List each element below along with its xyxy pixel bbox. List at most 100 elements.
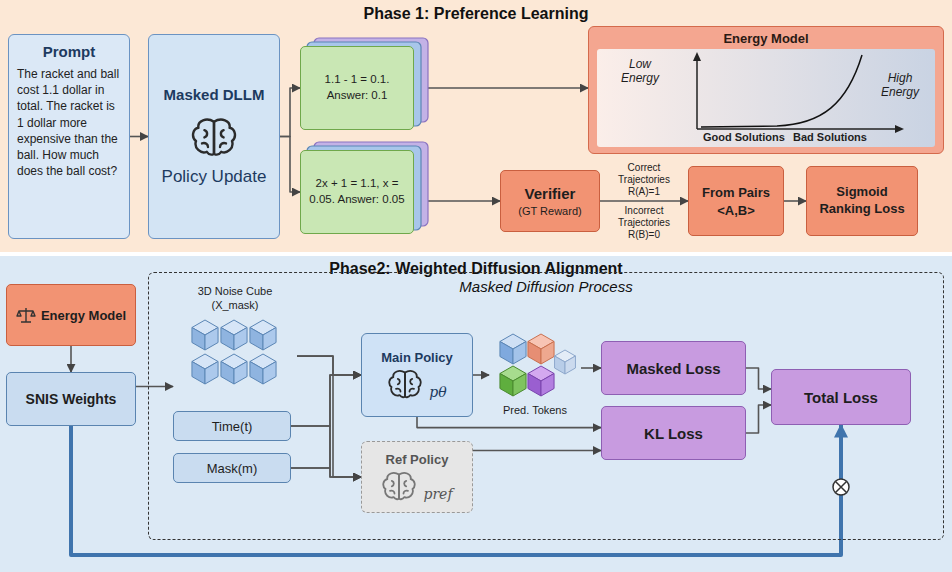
input-box: Mask(m) — [173, 453, 291, 483]
cube-face — [263, 327, 276, 350]
content: Mask(m) — [177, 461, 287, 476]
multiply-symbol — [836, 482, 847, 493]
cube-face — [205, 327, 218, 350]
content: Sigmoid Ranking Loss — [811, 184, 913, 218]
brain-stroke — [390, 481, 408, 494]
content: Masked Loss — [606, 360, 741, 377]
icon-row: pθ — [387, 369, 446, 400]
content: Ref Policypref — [366, 452, 468, 502]
cube-face — [234, 327, 247, 350]
phase-band: Phase2: Weighted Diffusion AlignmentEner… — [0, 256, 952, 572]
brain-stroke — [396, 379, 414, 392]
scale-stroke — [17, 308, 35, 322]
box-heading: KL Loss — [644, 425, 703, 442]
icon-row: pref — [381, 471, 452, 502]
axis-head — [895, 125, 904, 133]
phase-band: Phase 1: Preference LearningPromptThe ra… — [0, 0, 952, 252]
box-heading: Total Loss — [804, 389, 878, 406]
axis-label: Good Solutions — [703, 131, 785, 143]
arrow-connector — [70, 346, 72, 372]
verifier-box: Verifier(GT Reward) — [500, 170, 600, 232]
arrow-connector — [130, 136, 148, 138]
arrow-connector — [428, 87, 588, 89]
policy-symbol: pref — [423, 486, 452, 502]
box-heading: SNIS Weights — [26, 391, 117, 407]
content: SNIS Weights — [11, 391, 131, 407]
content: From Pairs<A,B> — [693, 185, 779, 218]
brain-icon — [387, 369, 423, 400]
card-text: 2x + 1 = 1.1, x = 0.05. Answer: 0.05 — [306, 176, 408, 207]
loss-box: Total Loss — [771, 369, 911, 425]
box-text: Policy Update — [162, 167, 267, 187]
cube-face — [528, 374, 541, 397]
phase-title: Phase 1: Preference Learning — [0, 5, 952, 23]
prompt-text: The racket and ball cost 1.1 dollar in t… — [17, 66, 121, 179]
axis-label: Bad Solutions — [793, 131, 867, 143]
cube-face — [234, 361, 247, 384]
box-text: Time(t) — [212, 419, 253, 434]
content: KL Loss — [606, 425, 741, 442]
content: Total Loss — [776, 389, 906, 406]
cube-face — [250, 327, 263, 350]
weights-box: SNIS Weights — [6, 372, 136, 426]
edge-note: Incorrect Trajectories R(B)=0 — [604, 205, 684, 241]
cube-face — [205, 361, 218, 384]
axis — [696, 59, 698, 129]
cube-face — [250, 361, 263, 384]
policy-symbol: pθ — [429, 384, 446, 400]
brain-icon — [381, 471, 417, 502]
multiply-symbol — [833, 479, 849, 495]
cube-face — [263, 361, 276, 384]
cube-face — [221, 327, 234, 350]
arrow-connector — [600, 200, 688, 202]
model-box: Masked DLLMPolicy Update — [148, 34, 280, 239]
box-heading: Energy Model — [41, 308, 126, 323]
content: Masked DLLMPolicy Update — [157, 86, 271, 188]
cube-label: 3D Noise Cube (X_mask) — [175, 285, 295, 313]
cube-face — [541, 342, 554, 365]
arrow-connector — [473, 450, 601, 452]
token-cubes: Pred. Tokens — [489, 323, 581, 423]
noise-cube: 3D Noise Cube (X_mask) — [173, 283, 297, 401]
loss-box: Masked Loss — [601, 341, 746, 395]
phase-title: Phase2: Weighted Diffusion Alignment — [0, 260, 952, 278]
cube-face — [192, 361, 205, 384]
noise-cube-drawing — [183, 316, 287, 390]
token-cube-drawing — [491, 330, 579, 400]
content: Pred. Tokens — [491, 330, 579, 416]
box-heading: Sigmoid Ranking Loss — [811, 184, 913, 218]
content: 1.1 - 1 = 0.1. Answer: 0.1 — [306, 72, 408, 103]
energy-box: Energy Model — [6, 284, 136, 346]
arrow-connector — [428, 200, 500, 202]
content: 2x + 1 = 1.1, x = 0.05. Answer: 0.05 — [306, 176, 408, 207]
content: 3D Noise Cube (X_mask) — [175, 285, 295, 390]
energy-curve — [701, 55, 862, 127]
content: Time(t) — [177, 419, 287, 434]
energy-panel: Energy ModelLow Energy High EnergyGood So… — [588, 26, 944, 154]
cube-face — [541, 374, 554, 397]
box-heading: Prompt — [43, 43, 96, 60]
chart-area: Low Energy High EnergyGood Solutions Bad S… — [597, 49, 935, 147]
content: Energy Model — [11, 305, 131, 325]
box-text: <A,B> — [717, 203, 755, 218]
axis-label: High Energy — [869, 71, 931, 100]
cube-face — [221, 361, 234, 384]
axis — [697, 128, 897, 130]
ref-policy-box: Ref Policypref — [361, 441, 473, 513]
content: Main Policy pθ — [366, 350, 468, 400]
arrow-connector — [784, 200, 806, 202]
cube-face — [513, 374, 526, 397]
cube-face — [513, 342, 526, 365]
box-heading: Verifier — [525, 185, 576, 202]
cube-face — [500, 374, 513, 397]
cube-face — [192, 327, 205, 350]
box-text: Mask(m) — [207, 461, 258, 476]
content: Verifier(GT Reward) — [505, 185, 595, 217]
axis-label: Low Energy — [609, 57, 671, 86]
input-box: Time(t) — [173, 411, 291, 441]
panel-title: Energy Model — [589, 31, 943, 46]
box-heading: Main Policy — [381, 350, 453, 365]
scale-icon — [16, 305, 36, 325]
brain-stroke — [202, 130, 226, 147]
cube-label: Pred. Tokens — [503, 404, 567, 416]
